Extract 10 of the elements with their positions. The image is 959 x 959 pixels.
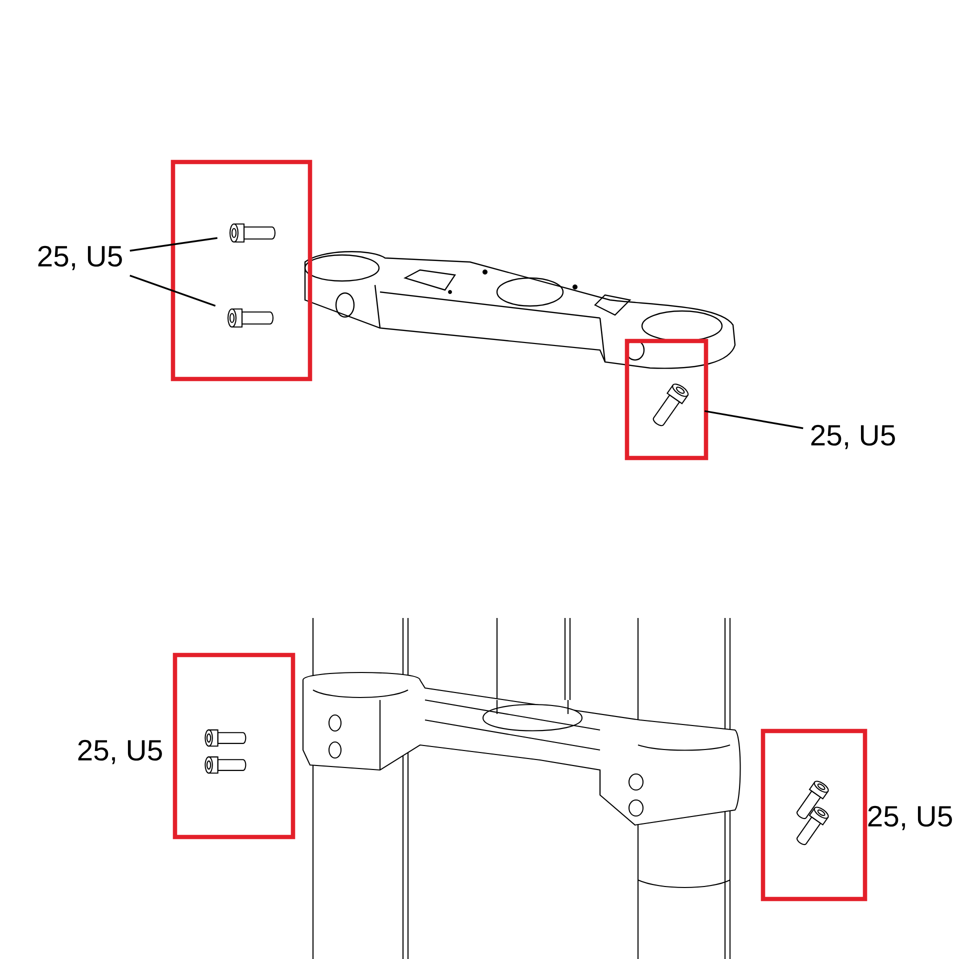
bolt-drawing — [652, 384, 689, 426]
leader-line — [130, 237, 218, 252]
callout-label: 25, U5 — [78, 740, 162, 764]
callout-label: 25, U5 — [868, 806, 952, 830]
leader-line — [130, 274, 216, 307]
leader-line — [704, 410, 804, 430]
bolt-drawing — [227, 308, 274, 328]
callout-label: 25, U5 — [38, 246, 122, 270]
bolt-drawing — [229, 223, 276, 243]
callout-label: 25, U5 — [811, 424, 895, 450]
